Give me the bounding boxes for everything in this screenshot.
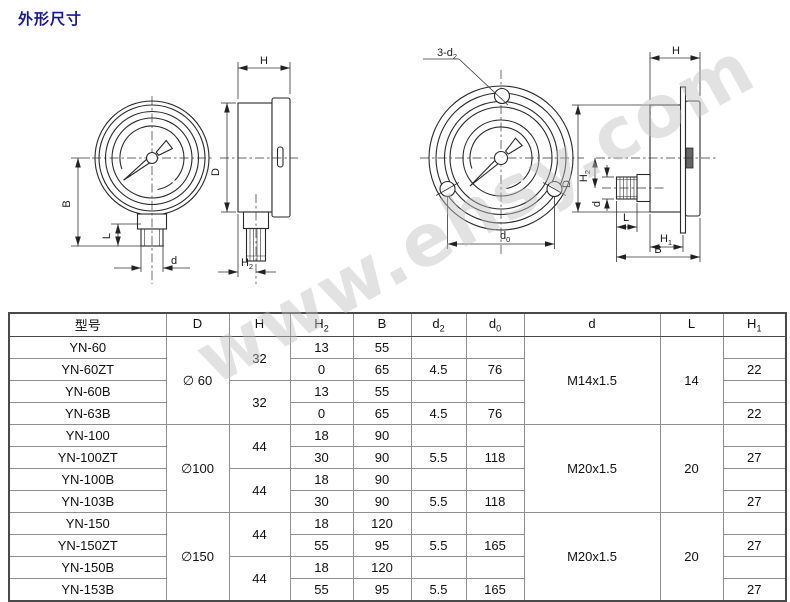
- dim-label-D: D: [210, 168, 222, 176]
- col-header-L: L: [659, 312, 724, 337]
- col-header-H1: H1: [722, 312, 787, 337]
- dim-label-H: H: [260, 55, 268, 67]
- dim-label-H1: H1: [660, 233, 672, 247]
- table-row: YN-60 ∅ 60 32 13 55 M14x1.5 14: [8, 336, 787, 425]
- col-header-d0: d0: [465, 312, 525, 337]
- table-row: YN-150B 44 18 120: [8, 556, 787, 602]
- technical-drawings: d B L H D H2: [61, 45, 716, 284]
- dim-label-3-d2: 3-d2: [437, 47, 457, 61]
- dim-label-d: d: [171, 255, 177, 267]
- table-row: YN-150 ∅150 44 18 120 M20x1.5 20: [8, 512, 787, 602]
- dim-label-B: B: [654, 244, 661, 256]
- mounting-hole: [493, 87, 511, 105]
- gauge-front-view-radial: d B L: [61, 96, 214, 284]
- dim-label-d: d: [591, 201, 603, 207]
- col-header-d: d: [523, 312, 661, 337]
- gauge-side-view-radial: H D H2: [210, 55, 298, 284]
- pointer-hub: [493, 150, 509, 166]
- dim-label-H2: H2: [241, 257, 253, 271]
- dim-label-B: B: [61, 200, 73, 207]
- page-title: 外形尺寸: [18, 11, 83, 28]
- col-header-H: H: [228, 312, 291, 337]
- dimensions-table: 型号 D H H2 B d2 d0 d L H1 YN-60 ∅ 60 32 1…: [8, 312, 787, 602]
- pointer-counterweight: [155, 139, 174, 156]
- dim-label-L: L: [101, 233, 113, 239]
- col-header-d2: d2: [410, 312, 467, 337]
- gauge-side-view-panel: H H2 d L H1 B: [578, 45, 716, 262]
- dim-label-L: L: [623, 212, 629, 224]
- table-header-row: 型号 D H H2 B d2 d0 d L H1: [8, 312, 787, 337]
- col-header-B: B: [352, 312, 412, 337]
- col-header-model: 型号: [8, 312, 167, 337]
- col-header-H2: H2: [289, 312, 354, 337]
- table-row: YN-100ZT 30 90 5.5 118 27: [8, 446, 787, 469]
- dim-label-D: D: [561, 180, 573, 188]
- dim-label-d0: d0: [500, 230, 510, 244]
- table-row: YN-103B 30 90 5.5 118 27: [8, 490, 787, 513]
- table-row: YN-100 ∅100 44 18 90 M20x1.5 20: [8, 424, 787, 513]
- pointer-hub: [145, 151, 159, 165]
- gauge-front-view-panel: 3-d2 d0 D: [420, 47, 652, 254]
- dim-label-H: H: [672, 45, 680, 57]
- dim-label-H2: H2: [578, 170, 592, 182]
- table-row: YN-60ZT 0 65 4.5 76 22: [8, 358, 787, 381]
- col-header-D: D: [165, 312, 230, 337]
- pointer-counterweight: [504, 137, 524, 155]
